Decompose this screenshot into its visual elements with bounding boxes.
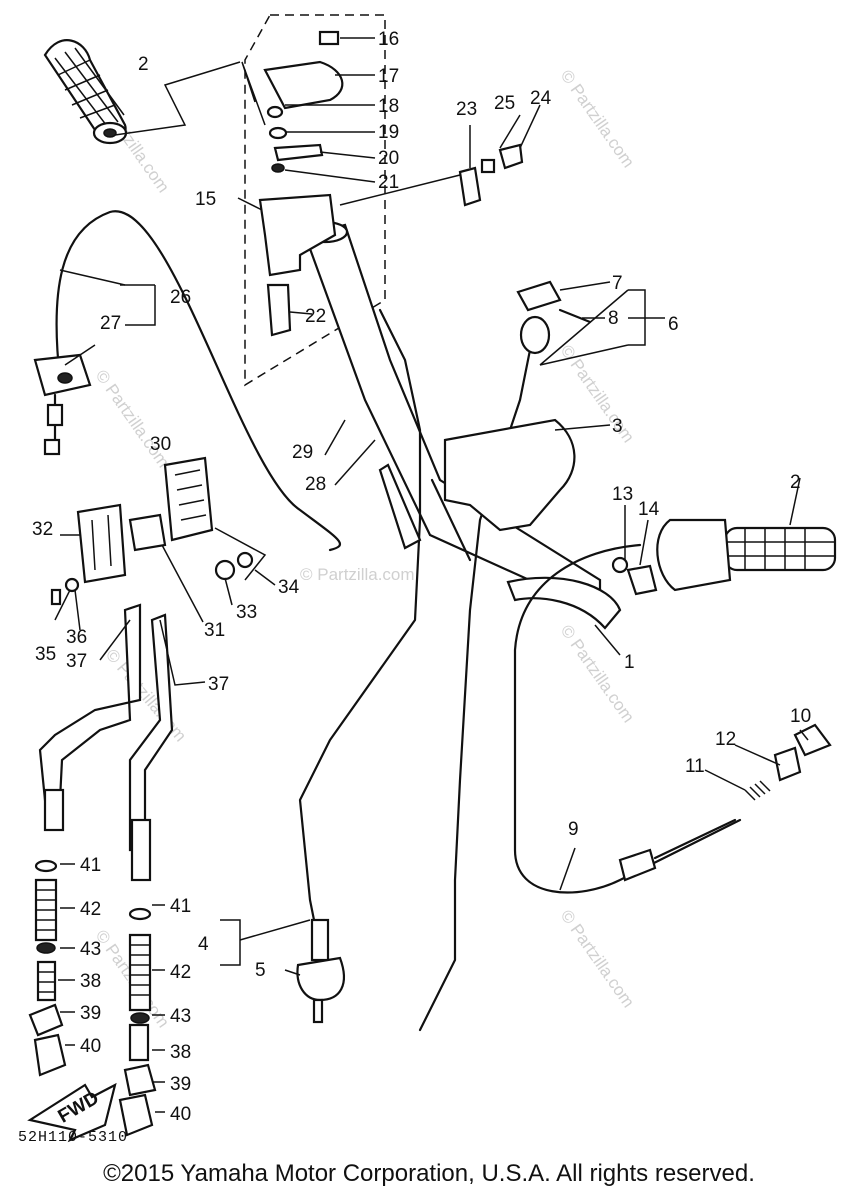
callout-15: 15 (195, 189, 216, 210)
callout-7: 7 (612, 273, 623, 294)
handlebar (301, 220, 622, 630)
callout-31: 31 (204, 620, 225, 641)
callout-6: 6 (668, 314, 679, 335)
callout-16: 16 (378, 29, 399, 50)
callout-20: 20 (378, 148, 399, 169)
callout-numbers: 1 2 2 3 4 5 6 7 8 9 10 11 12 13 14 15 16… (32, 29, 811, 1125)
callout-42-left: 42 (80, 899, 101, 920)
carb-cables (28, 603, 174, 1137)
watermark-layer: © Partzilla.com © Partzilla.com © Partzi… (92, 66, 638, 1031)
throttle-cable-end (296, 918, 345, 1024)
lever-clamp (611, 556, 658, 596)
callout-38-right: 38 (170, 1042, 191, 1063)
callout-2-left: 2 (138, 54, 149, 75)
callout-40-left: 40 (80, 1036, 101, 1057)
left-grip (43, 39, 128, 145)
callout-8: 8 (608, 308, 619, 329)
callout-37-b: 37 (208, 674, 229, 695)
callout-42-right: 42 (170, 962, 191, 983)
assembly-boundary (244, 14, 386, 387)
cable-guard (443, 418, 576, 532)
choke-lever (33, 353, 92, 456)
callout-23: 23 (456, 99, 477, 120)
callout-38-left: 38 (80, 971, 101, 992)
callout-41-right: 41 (170, 896, 191, 917)
watermark: © Partzilla.com (557, 66, 638, 171)
throttle-housing (258, 30, 524, 337)
callout-41-left: 41 (80, 855, 101, 876)
callout-25: 25 (494, 93, 515, 114)
callout-12: 12 (715, 729, 736, 750)
callout-34: 34 (278, 577, 300, 598)
watermark: © Partzilla.com (102, 645, 190, 745)
lever-bracket (516, 280, 592, 355)
watermark: © Partzilla.com (300, 565, 415, 584)
diagram-code: 52H110-5310 (18, 1129, 129, 1146)
callout-39-left: 39 (80, 1003, 101, 1024)
callout-1: 1 (624, 652, 635, 673)
callout-32: 32 (32, 519, 53, 540)
callout-17: 17 (378, 66, 399, 87)
callout-9: 9 (568, 819, 579, 840)
right-grip (656, 518, 837, 592)
leader-lines (54, 37, 809, 1113)
adjuster-parts (618, 723, 832, 882)
callout-28: 28 (305, 474, 326, 495)
watermark: © Partzilla.com (557, 621, 638, 726)
callout-43-right: 43 (170, 1006, 191, 1027)
cables (55, 210, 742, 1032)
callout-40-right: 40 (170, 1104, 191, 1125)
callout-24: 24 (530, 88, 552, 109)
junction-block (50, 456, 254, 606)
callout-10: 10 (790, 706, 811, 727)
copyright-notice: ©2015 Yamaha Motor Corporation, U.S.A. A… (103, 1160, 755, 1187)
watermark: © Partzilla.com (92, 366, 173, 471)
callout-26: 26 (170, 287, 191, 308)
watermark: © Partzilla.com (557, 341, 638, 446)
callout-3: 3 (612, 416, 623, 437)
callout-19: 19 (378, 122, 399, 143)
callout-11: 11 (685, 756, 705, 777)
callout-33: 33 (236, 602, 257, 623)
callout-18: 18 (378, 96, 399, 117)
callout-30: 30 (150, 434, 171, 455)
callout-13: 13 (612, 484, 633, 505)
callout-22: 22 (305, 306, 326, 327)
callout-29: 29 (292, 442, 313, 463)
callout-43-left: 43 (80, 939, 101, 960)
callout-2-right: 2 (790, 472, 801, 493)
callout-5: 5 (255, 960, 266, 981)
watermark: © Partzilla.com (557, 906, 638, 1011)
callout-39-right: 39 (170, 1074, 191, 1095)
callout-14: 14 (638, 499, 660, 520)
callout-4: 4 (198, 934, 209, 955)
callout-27: 27 (100, 313, 121, 334)
callout-21: 21 (378, 172, 399, 193)
callout-37-a: 37 (66, 651, 87, 672)
callout-36: 36 (66, 627, 87, 648)
callout-35: 35 (35, 644, 56, 665)
